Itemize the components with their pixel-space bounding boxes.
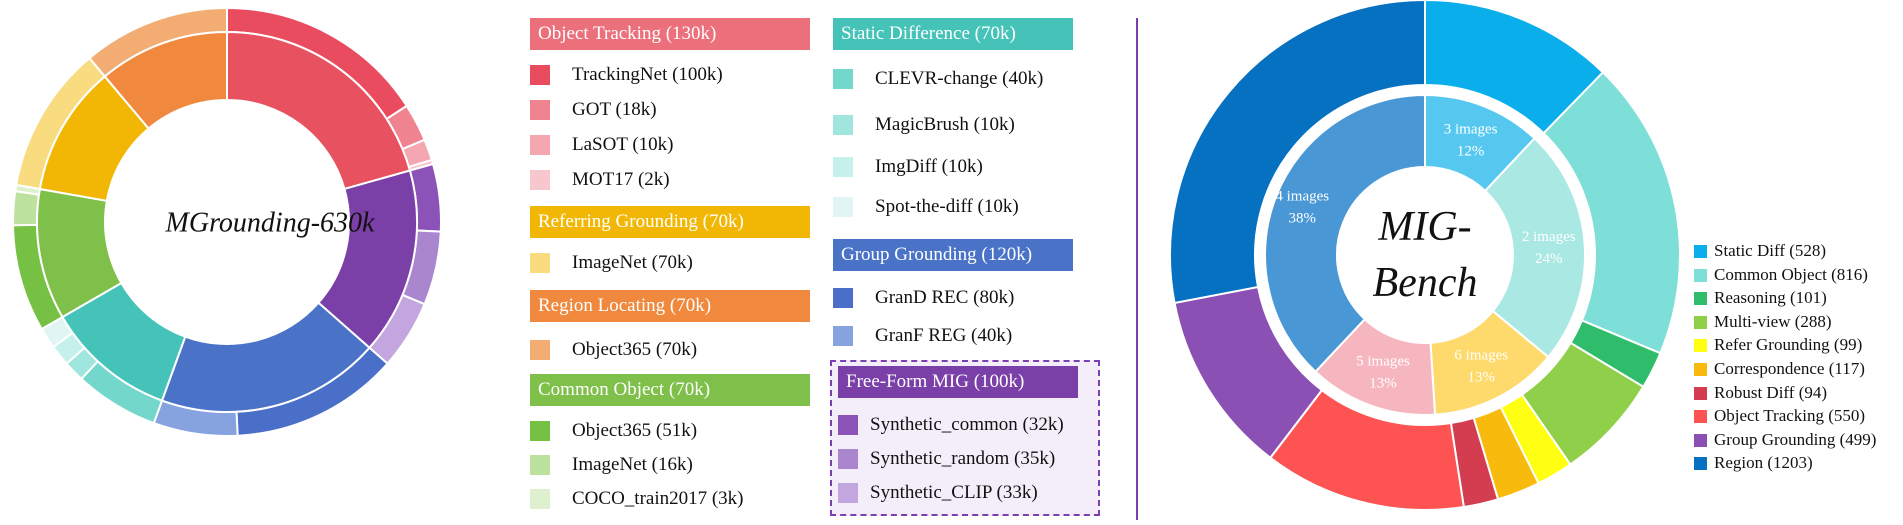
inner-label-4-images-name: 4 images bbox=[1275, 188, 1329, 204]
object-tracking-header: Object Tracking (130k) bbox=[530, 18, 810, 50]
swatch bbox=[530, 455, 550, 475]
inner-label-5-images-percent: 13% bbox=[1369, 376, 1397, 392]
referring-grounding-header: Referring Grounding (70k) bbox=[530, 206, 810, 238]
swatch bbox=[833, 69, 853, 89]
common-object-header: Common Object (70k) bbox=[530, 374, 810, 406]
swatch bbox=[838, 449, 858, 469]
swatch bbox=[838, 483, 858, 503]
legend-label: Static Diff (528) bbox=[1714, 241, 1827, 260]
legend-label: Common Object (816) bbox=[1714, 264, 1868, 284]
mig-bench-legend: Static Diff (528) Common Object (816) Reas… bbox=[1694, 240, 1899, 525]
inner-label-6-images-percent: 13% bbox=[1468, 369, 1496, 385]
swatch bbox=[1694, 363, 1707, 376]
free-form-header: Free-Form MIG (100k) bbox=[838, 366, 1078, 398]
right-center-title-line1: MIG- bbox=[1377, 204, 1471, 250]
legend-label: Region (1203) bbox=[1714, 453, 1813, 473]
section-divider bbox=[1136, 18, 1138, 520]
legend-label: Group Grounding (499) bbox=[1714, 429, 1877, 449]
swatch bbox=[530, 100, 550, 120]
inner-label-4-images-percent: 38% bbox=[1289, 210, 1317, 226]
inner-label-6-images-name: 6 images bbox=[1454, 347, 1508, 363]
swatch bbox=[833, 115, 853, 135]
swatch bbox=[1694, 457, 1707, 471]
right-center-title-line2: Bench bbox=[1373, 260, 1478, 306]
swatch bbox=[1694, 410, 1707, 424]
swatch bbox=[833, 326, 853, 346]
legend-label: Correspondence (117) bbox=[1714, 359, 1865, 378]
swatch bbox=[833, 288, 853, 308]
swatch bbox=[530, 135, 550, 155]
group-grounding-header: Group Grounding (120k) bbox=[833, 239, 1073, 271]
mig-bench-donut-chart: 3 images 12% 2 images 24% 6 images 13% 5 image… bbox=[1169, 0, 1680, 511]
inner-label-3-images-percent: 12% bbox=[1457, 144, 1485, 160]
outer-slice-region bbox=[1169, 0, 1426, 305]
inner-label-3-images-name: 3 images bbox=[1444, 122, 1498, 138]
swatch bbox=[1694, 386, 1707, 400]
right-center-hole bbox=[1337, 167, 1513, 343]
swatch bbox=[1694, 339, 1707, 353]
outer-slice-imagenet-14 bbox=[12, 190, 41, 227]
legend-label: Robust Diff (94) bbox=[1714, 382, 1828, 402]
swatch bbox=[1694, 315, 1707, 329]
legend-label: Refer Grounding (99) bbox=[1714, 335, 1863, 355]
swatch bbox=[530, 421, 550, 441]
swatch bbox=[530, 340, 550, 360]
inner-label-2-images-name: 2 images bbox=[1522, 229, 1576, 245]
legend-label: Multi-view (288) bbox=[1714, 311, 1832, 331]
left-center-title: MGrounding-630k bbox=[165, 207, 376, 238]
inner-label-2-images-percent: 24% bbox=[1535, 251, 1563, 267]
swatch bbox=[530, 253, 550, 273]
swatch bbox=[1694, 245, 1707, 258]
inner-slice-region-locating bbox=[103, 30, 228, 130]
legend-label: Reasoning (101) bbox=[1714, 288, 1827, 308]
swatch bbox=[530, 170, 550, 190]
swatch bbox=[530, 489, 550, 509]
swatch bbox=[1694, 268, 1707, 282]
swatch bbox=[833, 197, 853, 217]
swatch bbox=[1694, 433, 1707, 447]
inner-label-5-images-name: 5 images bbox=[1356, 354, 1410, 370]
swatch bbox=[833, 157, 853, 177]
mgrounding-donut-chart: MGrounding-630k bbox=[12, 6, 442, 437]
static-difference-header: Static Difference (70k) bbox=[833, 18, 1073, 50]
swatch bbox=[1694, 292, 1707, 306]
swatch bbox=[530, 65, 550, 85]
region-locating-header: Region Locating (70k) bbox=[530, 290, 810, 322]
swatch bbox=[838, 415, 858, 435]
legend-label: Object Tracking (550) bbox=[1714, 406, 1866, 426]
